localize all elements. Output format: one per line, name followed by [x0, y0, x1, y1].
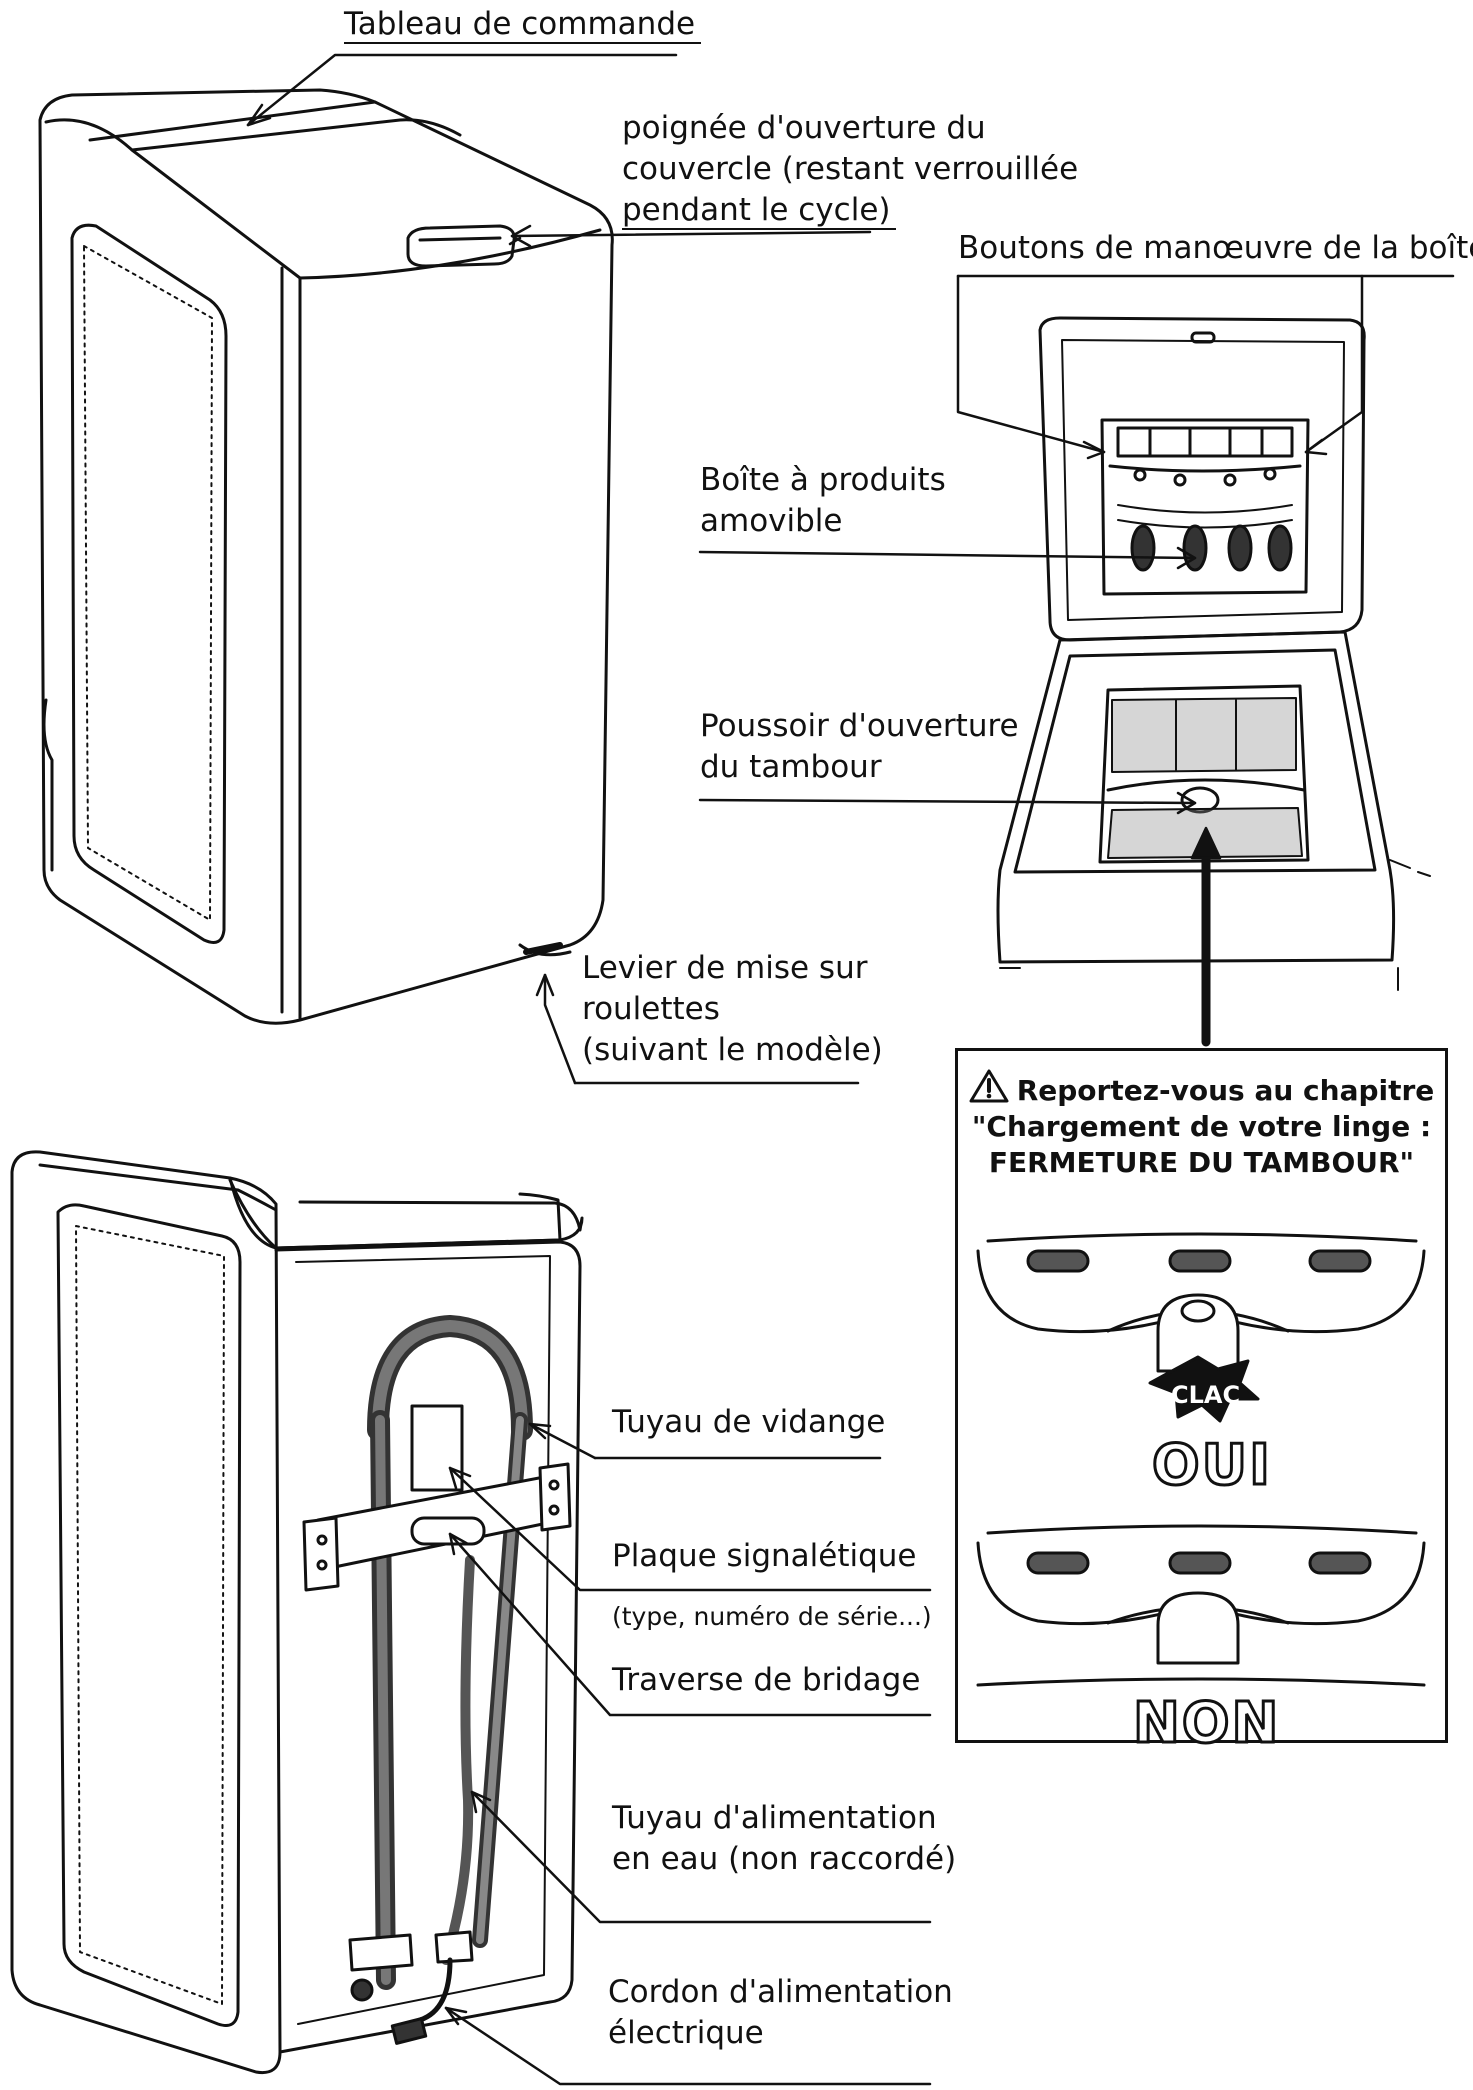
- latch-closed-illustration: [976, 1232, 1426, 1423]
- detergent-box: [1100, 418, 1310, 596]
- label-control-panel: Tableau de commande: [344, 4, 702, 45]
- label-clamping-bar: Traverse de bridage: [612, 1662, 921, 1698]
- label-detergent-box: Boîte à produits amovible: [700, 462, 946, 539]
- non-label: NON: [1131, 1690, 1281, 1758]
- machine-rear-view: [10, 1150, 584, 2075]
- label-drain-hose: Tuyau de vidange: [612, 1404, 886, 1440]
- machine-open-lid: [996, 316, 1431, 991]
- machine-front-view: [38, 88, 614, 1025]
- label-lid-handle: poignée d'ouverture du couvercle (restan…: [622, 110, 1079, 230]
- label-wheel-lever: Levier de mise sur roulettes (suivant le…: [582, 950, 883, 1068]
- clamping-bar: [302, 1462, 572, 1592]
- label-rating-plate: Plaque signalétique: [612, 1538, 917, 1574]
- latch-open-illustration: [976, 1524, 1426, 1687]
- oui-label: OUI: [1151, 1432, 1272, 1500]
- lid-handle: [406, 224, 516, 268]
- label-power-cord: Cordon d'alimentation électrique: [608, 1974, 953, 2051]
- label-rating-plate-detail: (type, numéro de série...): [612, 1602, 932, 1631]
- rating-plate: [410, 1404, 464, 1492]
- drum-closing-notice: Reportez-vous au chapitre "Chargement de…: [955, 1048, 1448, 1758]
- leader-lines-top: [698, 274, 1455, 1047]
- clac-label: CLAC: [1171, 1381, 1241, 1409]
- leader-lines-rear: [444, 1422, 932, 2086]
- notice-line-1: Reportez-vous au chapitre: [1016, 1074, 1435, 1107]
- leader-lines-front: [246, 53, 872, 1085]
- label-inlet-hose: Tuyau d'alimentation en eau (non raccord…: [612, 1800, 957, 1877]
- inlet-hose: [441, 1555, 475, 1965]
- label-drum-pusher: Poussoir d'ouverture du tambour: [700, 708, 1019, 785]
- label-box-buttons: Boutons de manœuvre de la boîte: [958, 230, 1473, 266]
- notice-line-3: FERMETURE DU TAMBOUR": [988, 1146, 1415, 1179]
- notice-text: Reportez-vous au chapitre "Chargement de…: [958, 1069, 1445, 1181]
- warning-triangle-icon: [969, 1069, 1009, 1103]
- notice-line-2: "Chargement de votre linge :: [971, 1110, 1432, 1143]
